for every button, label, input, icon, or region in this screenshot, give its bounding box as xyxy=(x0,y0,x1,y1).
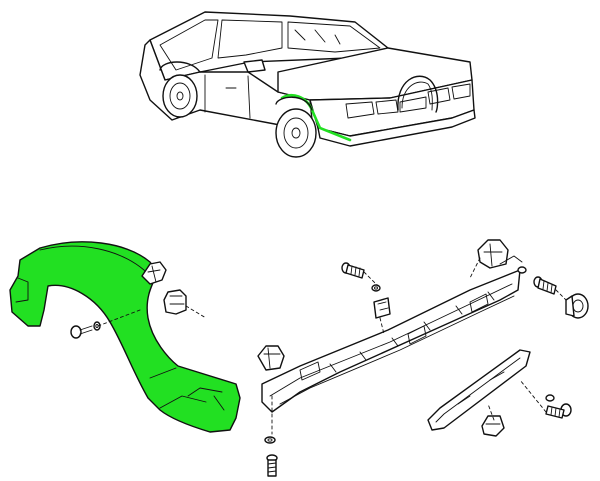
rear-side-window xyxy=(159,19,219,71)
clip-nut-center[interactable] xyxy=(373,297,391,319)
clip-nut-bottom[interactable] xyxy=(481,415,505,437)
grille xyxy=(399,96,427,113)
rear-wheel-arch xyxy=(159,61,201,73)
windscreen xyxy=(287,21,381,53)
front-wheel-arch xyxy=(275,96,313,111)
grommet-right[interactable] xyxy=(565,293,589,319)
bottom-screw[interactable] xyxy=(264,436,278,477)
bumper-bracket-top[interactable] xyxy=(477,239,523,269)
car-illustration xyxy=(139,11,476,158)
headlight-right-inner xyxy=(427,87,451,105)
front-wheel xyxy=(275,108,317,158)
bumper-carrier-beam[interactable] xyxy=(261,269,521,413)
screw-right-upper[interactable] xyxy=(517,266,557,295)
front-bumper xyxy=(317,109,476,147)
interior-seat-lines xyxy=(294,29,341,45)
headlight-left-outer xyxy=(345,101,375,119)
headlight-left-inner xyxy=(375,99,399,115)
license-plate-bracket[interactable] xyxy=(427,349,531,431)
door-lines xyxy=(204,74,251,119)
front-lifting-loop xyxy=(397,75,439,113)
screw-beam-top[interactable] xyxy=(341,262,381,292)
screw-left[interactable] xyxy=(70,321,101,339)
screw-right-lower[interactable] xyxy=(545,394,572,419)
front-side-window xyxy=(217,19,283,59)
spring-nut-clip-left[interactable] xyxy=(163,289,187,315)
push-clip-top[interactable] xyxy=(141,261,167,285)
side-mirror xyxy=(243,59,266,73)
leader-lines xyxy=(97,257,567,435)
rear-wheel xyxy=(162,74,198,118)
grommet-left-beam[interactable] xyxy=(257,345,285,371)
wheel-arch-trim-part[interactable] xyxy=(9,241,241,433)
headlight-right-outer xyxy=(451,83,471,100)
